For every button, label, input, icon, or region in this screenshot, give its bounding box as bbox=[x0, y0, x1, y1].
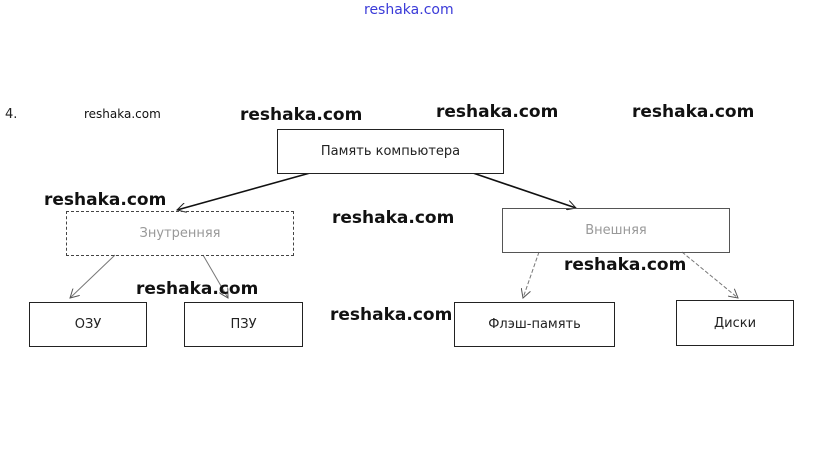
arrow-internal-to-rom bbox=[202, 254, 228, 298]
arrow-root-to-internal bbox=[177, 172, 311, 210]
watermark: reshaka.com bbox=[564, 255, 687, 275]
node-ram: ОЗУ bbox=[29, 302, 147, 347]
node-disks: Диски bbox=[676, 300, 794, 346]
watermark: reshaka.com bbox=[330, 305, 453, 325]
watermark: reshaka.com bbox=[632, 102, 755, 122]
watermark: reshaka.com bbox=[364, 2, 454, 18]
watermark: reshaka.com bbox=[240, 105, 363, 125]
node-computer-memory: Память компьютера bbox=[277, 129, 504, 174]
watermark: reshaka.com bbox=[84, 107, 161, 121]
node-flash-memory: Флэш-память bbox=[454, 302, 615, 347]
arrow-external-to-flash bbox=[523, 251, 540, 298]
watermark: reshaka.com bbox=[436, 102, 559, 122]
question-number: 4. bbox=[5, 107, 18, 122]
watermark: reshaka.com bbox=[136, 279, 259, 299]
arrow-internal-to-ram bbox=[70, 254, 116, 298]
node-internal-memory: Знутренняя bbox=[66, 211, 294, 256]
node-rom: ПЗУ bbox=[184, 302, 303, 347]
watermark: reshaka.com bbox=[332, 208, 455, 228]
watermark: reshaka.com bbox=[44, 190, 167, 210]
arrow-root-to-external bbox=[472, 172, 576, 208]
arrow-external-to-disks bbox=[681, 251, 738, 298]
node-external-memory: Внешняя bbox=[502, 208, 730, 253]
